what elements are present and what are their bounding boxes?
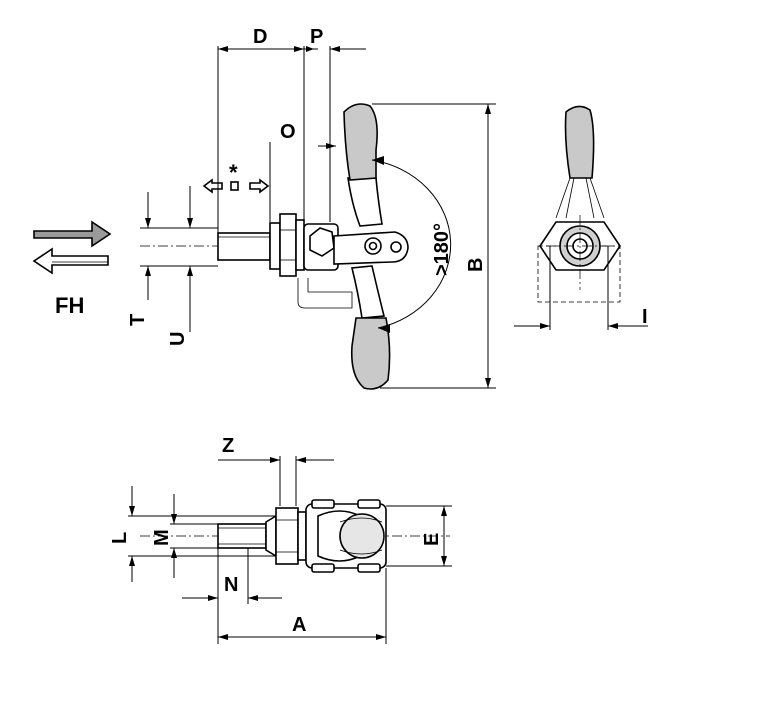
label-b: B [465,258,487,272]
label-a: A [292,614,306,636]
label-fh: FH [55,293,84,318]
dimension-z [218,456,334,506]
bottom-view-clamp [140,499,450,573]
label-p: P [310,26,323,48]
dimension-l [128,486,276,582]
dimension-a [218,568,387,644]
label-d: D [253,26,267,48]
label-o: O [280,121,296,143]
dimension-o [318,143,336,149]
label-u: U [167,332,189,346]
label-e: E [421,533,443,546]
side-view-clamp [537,105,621,303]
label-angle: >180° [431,223,453,276]
dimension-e [386,505,452,567]
label-m: M [151,529,173,546]
label-star: * [229,160,238,185]
dimension-p [304,46,366,222]
label-n: N [224,574,238,596]
fh-direction-arrows-icon [32,220,112,275]
top-view-clamp [140,103,409,390]
dimension-u [187,186,193,332]
dimension-m [170,494,218,578]
dimension-t [140,192,218,300]
label-t: T [127,314,149,326]
label-l: L [109,532,131,544]
dimension-n [182,548,282,644]
dimension-i [514,246,648,330]
label-z: Z [222,435,234,457]
label-i: I [642,306,648,328]
dimension-d [217,46,305,233]
dimension-angle [371,156,452,333]
dimension-b [372,103,496,389]
